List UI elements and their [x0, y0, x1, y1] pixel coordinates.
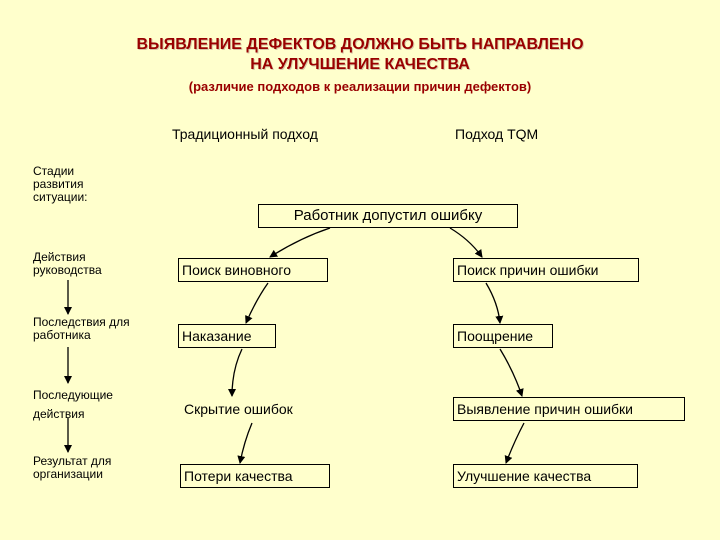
- traditional-step-3-box: Скрытие ошибок: [180, 397, 332, 421]
- stage-label-consequences: Последствия для работника: [33, 315, 130, 342]
- tqm-step-3-box: Выявление причин ошибки: [453, 397, 685, 421]
- arrow-tqm-3-4: [504, 422, 525, 464]
- stage-label-development: Стадии развития ситуации:: [33, 164, 88, 204]
- traditional-step-1-box: Поиск виновного: [178, 258, 328, 282]
- title-line-2: НА УЛУЧШЕНИЕ КАЧЕСТВА: [250, 56, 470, 73]
- arrow-traditional-1-2: [245, 282, 269, 324]
- column-header-tqm: Подход TQM: [455, 126, 539, 142]
- tqm-step-1-box: Поиск причин ошибки: [453, 258, 639, 282]
- stage-label-next-actions: Последующие действия: [33, 388, 113, 421]
- arrow-root-to-traditional: [269, 227, 331, 258]
- subtitle: (различие подходов к реализации причин д…: [188, 79, 532, 94]
- stage-label-result: Результат для организации: [33, 454, 112, 481]
- arrow-root-to-tqm: [449, 227, 483, 258]
- tqm-step-2-box: Поощрение: [453, 324, 553, 348]
- traditional-step-4-box: Потери качества: [180, 464, 330, 488]
- title-line-1: ВЫЯВЛЕНИЕ ДЕФЕКТОВ ДОЛЖНО БЫТЬ НАПРАВЛЕН…: [136, 36, 584, 53]
- tqm-step-4-box: Улучшение качества: [453, 464, 638, 488]
- stage-label-management: Действия руководства: [33, 250, 102, 277]
- arrow-traditional-3-4: [237, 422, 253, 464]
- arrow-tqm-1-2: [485, 282, 504, 324]
- root-box: Работник допустил ошибку: [258, 204, 518, 228]
- traditional-step-2-box: Наказание: [178, 324, 276, 348]
- column-header-traditional: Традиционный подход: [172, 126, 318, 142]
- arrow-tqm-2-3: [499, 348, 524, 397]
- arrow-traditional-2-3: [228, 348, 243, 397]
